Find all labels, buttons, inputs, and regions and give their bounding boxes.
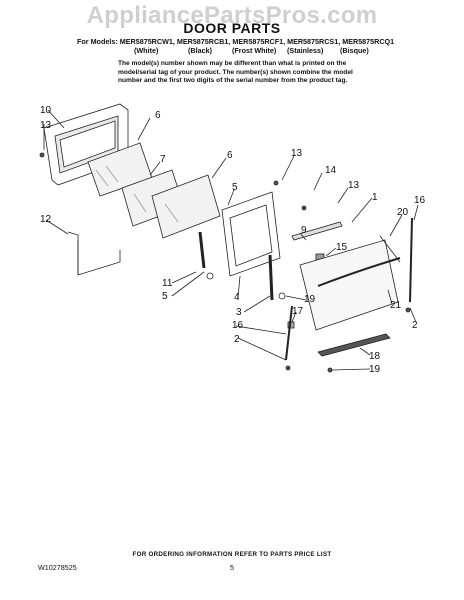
callout-16: 16 xyxy=(414,195,426,206)
callout-20: 20 xyxy=(397,207,409,218)
callout-14: 14 xyxy=(325,165,337,176)
page-title: DOOR PARTS xyxy=(183,20,281,36)
callout-2b: 2 xyxy=(234,334,240,345)
callout-10: 10 xyxy=(40,105,52,116)
callout-6b: 6 xyxy=(227,150,233,161)
callout-21: 21 xyxy=(390,300,402,311)
callout-13c: 13 xyxy=(348,180,360,191)
color-stainless: (Stainless) xyxy=(287,46,324,55)
callout-19b: 19 xyxy=(369,364,381,375)
color-white: (White) xyxy=(134,46,159,55)
document-number: W10278525 xyxy=(38,563,77,572)
callout-13: 13 xyxy=(40,120,52,131)
window-glass-inner xyxy=(151,174,221,239)
callout-1: 1 xyxy=(372,192,378,203)
callout-13b: 13 xyxy=(291,148,303,159)
outer-door-handle xyxy=(299,235,401,331)
callout-2: 2 xyxy=(412,320,418,331)
callout-5: 5 xyxy=(232,182,238,193)
callout-15: 15 xyxy=(336,242,348,253)
callout-5b: 5 xyxy=(162,291,168,302)
callout-6: 6 xyxy=(155,110,161,121)
callout-12: 12 xyxy=(40,214,52,225)
callout-18: 18 xyxy=(369,351,381,362)
inner-door-frame xyxy=(221,191,281,277)
callout-9: 9 xyxy=(301,225,307,236)
page-number: 5 xyxy=(230,563,234,572)
callout-16b: 16 xyxy=(232,320,244,331)
watermark: AppliancePartsPros.com xyxy=(86,2,378,29)
callout-7: 7 xyxy=(160,154,166,165)
callout-19: 19 xyxy=(304,294,316,305)
callout-4: 4 xyxy=(234,292,240,303)
model-note: The model(s) number shown may be differe… xyxy=(118,60,353,85)
callout-labels: 10 13 6 7 6 5 13 14 13 1 20 16 12 9 15 1… xyxy=(40,105,426,375)
color-black: (Black) xyxy=(188,46,212,55)
models-line: For Models: MER5875RCW1, MER5875RCB1, ME… xyxy=(77,37,395,46)
callout-3: 3 xyxy=(236,307,242,318)
callout-17: 17 xyxy=(292,306,304,317)
ordering-info: FOR ORDERING INFORMATION REFER TO PARTS … xyxy=(132,551,332,558)
color-frost-white: (Frost White) xyxy=(232,46,277,55)
callout-11: 11 xyxy=(162,278,173,289)
color-bisque: (Bisque) xyxy=(340,46,369,55)
door-insulation xyxy=(67,231,121,276)
